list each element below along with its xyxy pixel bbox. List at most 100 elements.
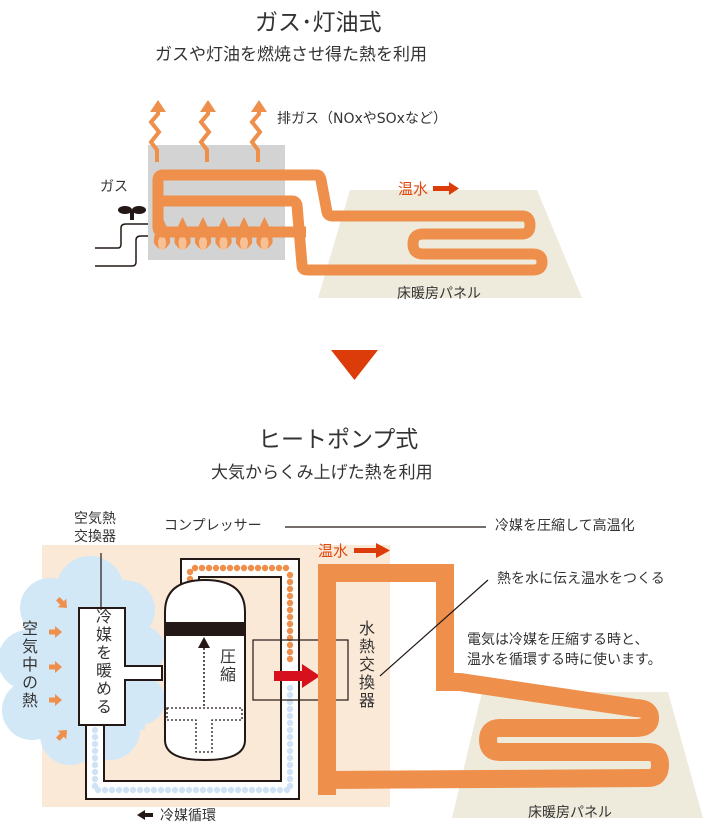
floor-panel-label-gas: 床暖房パネル — [397, 286, 481, 302]
air-exchanger-label-line2: 交換器 — [74, 529, 116, 545]
cold-refrigerant-dot — [206, 786, 214, 794]
electricity-note-line1: 電気は冷媒を圧縮する時と、 — [467, 632, 649, 648]
cold-refrigerant-dot — [286, 733, 294, 741]
compressor — [164, 578, 246, 762]
hot-refrigerant-dot — [286, 585, 294, 593]
cold-refrigerant-dot — [283, 786, 291, 794]
cold-refrigerant-dot — [150, 786, 158, 794]
heat-transfer-arrow-icon — [274, 664, 320, 688]
cold-refrigerant-dot — [122, 786, 130, 794]
refrigerant-circulation-label: 冷媒循環 — [160, 808, 216, 824]
cold-refrigerant-dot — [276, 786, 284, 794]
floor-panel-label-heatpump: 床暖房パネル — [528, 805, 612, 821]
hot-refrigerant-dot — [268, 564, 276, 572]
cold-refrigerant-dot — [227, 786, 235, 794]
hot-refrigerant-dot — [286, 578, 294, 586]
hot-refrigerant-dot — [212, 564, 220, 572]
hot-refrigerant-dot — [286, 571, 294, 579]
cold-refrigerant-dot — [213, 786, 221, 794]
hot-refrigerant-dot — [286, 606, 294, 614]
cold-refrigerant-dot — [286, 761, 294, 769]
exhaust-gas-label: 排ガス（NOxやSOxなど） — [277, 111, 447, 127]
hot-refrigerant-dot — [205, 564, 213, 572]
cold-refrigerant-dot — [269, 786, 277, 794]
heatpump-section-title: ヒートポンプ式 — [258, 427, 419, 453]
gas-section-subtitle: ガスや灯油を燃焼させ得た熱を利用 — [155, 45, 427, 65]
cold-refrigerant-dot — [157, 786, 165, 794]
hot-refrigerant-dot — [286, 648, 294, 656]
hot-refrigerant-dot — [286, 613, 294, 621]
cold-refrigerant-dot — [262, 786, 270, 794]
cold-refrigerant-dot — [286, 775, 294, 783]
hot-refrigerant-dot — [233, 564, 241, 572]
air-exchanger-label: 空気熱 交換器 — [74, 510, 116, 546]
cold-refrigerant-dot — [220, 786, 228, 794]
compressor-piston — [166, 622, 244, 636]
gas-supply-pipe — [95, 223, 148, 267]
hot-water-label-heatpump: 温水 — [318, 542, 349, 560]
flow-arrow-icon — [354, 543, 390, 558]
hot-refrigerant-dot — [286, 599, 294, 607]
cold-refrigerant-dot — [286, 712, 294, 720]
water-exchanger-note: 熱を水に伝え温水をつくる — [497, 571, 665, 587]
cold-refrigerant-dot — [286, 691, 294, 699]
hot-refrigerant-dot — [198, 564, 206, 572]
cold-refrigerant-dot — [91, 747, 99, 755]
cold-refrigerant-dot — [185, 786, 193, 794]
air-heat-label: 空気中の熱 — [19, 620, 38, 710]
hot-water-label-gas: 温水 — [398, 180, 429, 198]
cold-refrigerant-dot — [286, 740, 294, 748]
hot-refrigerant-dot — [247, 564, 255, 572]
leader-line-water-exchanger — [379, 579, 489, 677]
exhaust-arrow-icon — [148, 100, 166, 162]
cold-refrigerant-dot — [91, 761, 99, 769]
cold-refrigerant-dot — [91, 775, 99, 783]
hot-refrigerant-dot — [219, 564, 227, 572]
gas-label: ガス — [100, 179, 128, 195]
down-triangle-icon — [331, 350, 378, 380]
cold-refrigerant-dot — [178, 786, 186, 794]
cold-refrigerant-dot — [91, 733, 99, 741]
air-heat-arrow-icon — [49, 626, 62, 638]
air-heat-arrow-icon — [55, 596, 67, 608]
cold-refrigerant-dot — [286, 754, 294, 762]
exhaust-arrow-icon — [249, 100, 267, 162]
cold-refrigerant-dot — [91, 782, 99, 790]
cold-refrigerant-dot — [234, 786, 242, 794]
hot-refrigerant-dot — [261, 564, 269, 572]
air-heat-arrow-icon — [49, 694, 62, 706]
hot-refrigerant-dot — [240, 564, 248, 572]
cold-refrigerant-dot — [91, 768, 99, 776]
hot-refrigerant-dot — [286, 627, 294, 635]
cold-refrigerant-dot — [101, 786, 109, 794]
hot-refrigerant-dot — [226, 564, 234, 572]
gas-section-title: ガス･灯油式 — [255, 10, 382, 36]
hot-refrigerant-dot — [286, 655, 294, 663]
compressor-note: 冷媒を圧縮して高温化 — [495, 518, 635, 534]
cold-refrigerant-dot — [286, 705, 294, 713]
hot-refrigerant-dot — [286, 592, 294, 600]
cold-refrigerant-dot — [286, 726, 294, 734]
cold-refrigerant-dot — [248, 786, 256, 794]
cold-refrigerant-dot — [115, 786, 123, 794]
cold-refrigerant-dot — [241, 786, 249, 794]
hot-water-pipe-gas — [152, 169, 548, 276]
electricity-note: 電気は冷媒を圧縮する時と、 温水を循環する時に使います。 — [467, 630, 662, 670]
water-exchanger-label: 水熱交換器 — [356, 620, 375, 710]
hot-refrigerant-dot — [191, 564, 199, 572]
floor-panel-gas — [318, 190, 582, 298]
flow-arrow-icon — [433, 182, 459, 195]
cold-refrigerant-dot — [286, 684, 294, 692]
air-heat-arrow-icon — [55, 730, 67, 742]
cold-refrigerant-dot — [129, 786, 137, 794]
cold-refrigerant-dot — [91, 726, 99, 734]
compress-arrow-icon — [198, 637, 210, 648]
cold-refrigerant-dot — [164, 786, 172, 794]
cold-refrigerant-dot — [255, 786, 263, 794]
air-heat-arrow-icon — [49, 661, 62, 673]
cold-refrigerant-dot — [199, 786, 207, 794]
exhaust-arrows — [148, 100, 267, 162]
air-heat-arrows — [49, 596, 67, 742]
air-heat-exchanger — [78, 607, 163, 726]
